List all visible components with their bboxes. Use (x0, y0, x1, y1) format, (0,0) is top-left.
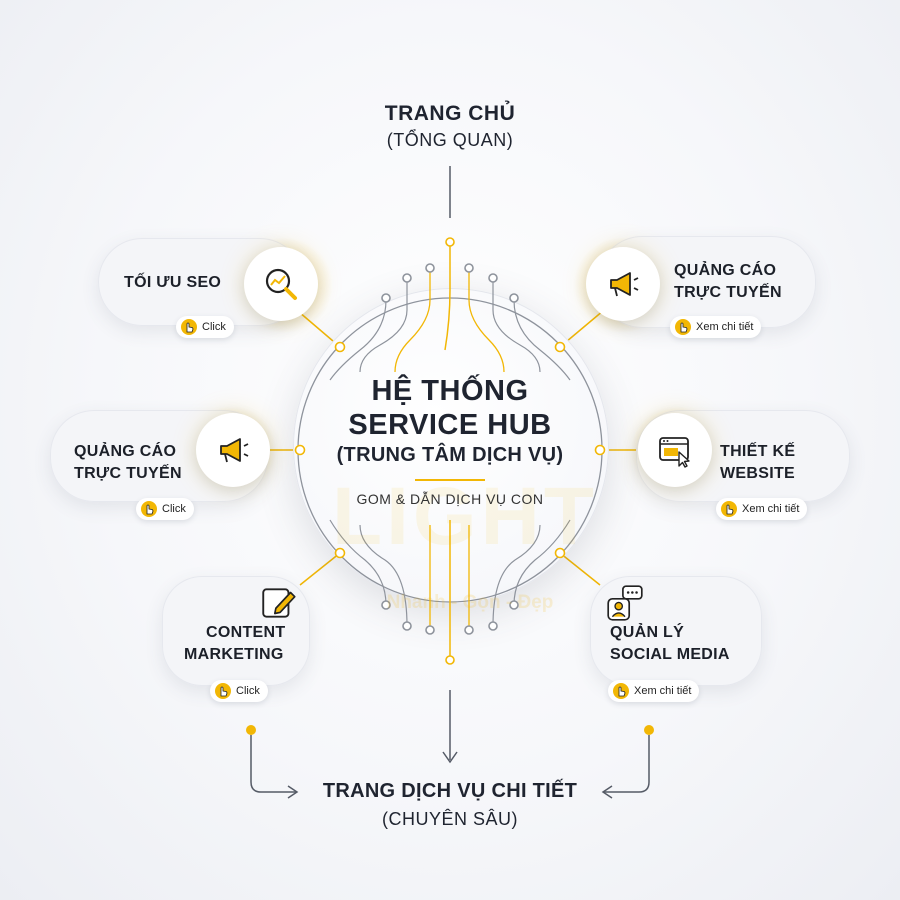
service-label-seo: TỐI ƯU SEO (124, 274, 222, 291)
hub-tagline: GOM & DẪN DỊCH VỤ CON (356, 491, 544, 507)
service-label-content-2: MARKETING (184, 646, 284, 663)
node (334, 547, 346, 559)
node (554, 547, 566, 559)
hub-title-line2: SERVICE HUB (348, 409, 552, 441)
website-action-label: Xem chi tiết (742, 503, 800, 515)
trace-top-l1 (394, 268, 431, 373)
spoke-social (559, 552, 601, 586)
hand-pointer-icon (721, 501, 737, 517)
ads-right-action-label: Xem chi tiết (696, 321, 754, 333)
service-label-ads-left-1: QUẢNG CÁO (74, 443, 177, 460)
browser-cursor-icon (638, 413, 712, 487)
node (464, 263, 474, 273)
service-label-ads-left-2: TRỰC TUYẾN (74, 465, 182, 482)
bottom-arrow-head (442, 751, 458, 764)
watermark-slogan: Nhanh - Gọn - Đẹp (386, 592, 554, 613)
service-label-website-2: WEBSITE (720, 465, 795, 482)
node (381, 293, 391, 303)
trace-bottom-l2 (359, 524, 408, 627)
hand-pointer-icon (675, 319, 691, 335)
trace-bottom-l3 (329, 519, 387, 606)
megaphone-icon (196, 413, 270, 487)
home-node: TRANG CHỦ (TỔNG QUAN) (300, 102, 600, 151)
node (509, 600, 519, 610)
node (488, 621, 498, 631)
edit-note-icon (258, 582, 300, 624)
hub-text: HỆ THỐNG SERVICE HUB (TRUNG TÂM DỊCH VỤ)… (300, 374, 600, 507)
service-label-social-1: QUẢN LÝ (610, 624, 685, 641)
service-label-content-1: CONTENT (206, 624, 286, 641)
node (445, 237, 455, 247)
social-action-label: Xem chi tiết (634, 685, 692, 697)
ads-left-action-label: Click (162, 503, 186, 515)
content-action-label: Click (236, 685, 260, 697)
node (402, 273, 412, 283)
node (402, 621, 412, 631)
trace-top-l3 (329, 299, 387, 381)
node (425, 263, 435, 273)
trace-top-l2 (359, 278, 408, 373)
ads-right-detail-button[interactable]: Xem chi tiết (670, 316, 762, 338)
node (334, 341, 346, 353)
service-card-social[interactable]: QUẢN LÝ SOCIAL MEDIA (590, 576, 762, 686)
node (554, 341, 566, 353)
hand-pointer-icon (215, 683, 231, 699)
node (425, 625, 435, 635)
hand-pointer-icon (141, 501, 157, 517)
seo-click-button[interactable]: Click (176, 316, 234, 338)
detail-page-title: TRANG DỊCH VỤ CHI TIẾT (322, 780, 578, 802)
node (509, 293, 519, 303)
node (594, 444, 606, 456)
node (488, 273, 498, 283)
hand-pointer-icon (181, 319, 197, 335)
megaphone-icon (586, 247, 660, 321)
right-flow-arrow-head (601, 785, 613, 799)
hub-divider (415, 479, 485, 481)
hub-title-line3: (TRUNG TÂM DỊCH VỤ) (336, 444, 564, 466)
service-label-website-1: THIẾT KẾ (720, 443, 796, 460)
hand-pointer-icon (613, 683, 629, 699)
spoke-content (299, 552, 341, 586)
left-flow-line (250, 735, 296, 793)
service-label-social-2: SOCIAL MEDIA (610, 646, 730, 663)
content-click-button[interactable]: Click (210, 680, 268, 702)
website-detail-button[interactable]: Xem chi tiết (716, 498, 808, 520)
service-label-ads-right-2: TRỰC TUYẾN (674, 284, 782, 301)
trace-bottom-r3 (513, 519, 571, 606)
node (294, 444, 306, 456)
seo-action-label: Click (202, 321, 226, 333)
right-flow-dot (644, 725, 654, 735)
node (381, 600, 391, 610)
node (445, 655, 455, 665)
home-title: TRANG CHỦ (384, 102, 516, 125)
trace-top-r2 (492, 278, 541, 373)
left-flow-arrow-head (287, 785, 299, 799)
social-user-chat-icon (604, 582, 646, 624)
watermark-brand: LIGHT (332, 471, 598, 562)
left-flow-dot (246, 725, 256, 735)
home-subtitle: (TỔNG QUAN) (386, 130, 514, 150)
service-label-ads-right-1: QUẢNG CÁO (674, 262, 777, 279)
trace-top-r3 (513, 299, 571, 381)
social-detail-button[interactable]: Xem chi tiết (608, 680, 700, 702)
seo-magnifier-icon (244, 247, 318, 321)
hub-title-line1: HỆ THỐNG (371, 375, 529, 407)
right-flow-line (604, 735, 650, 793)
trace-top-r1 (468, 268, 505, 373)
trace-bottom-r2 (492, 524, 541, 627)
detail-page-subtitle: (CHUYÊN SÂU) (381, 809, 518, 829)
trace-top-center (444, 242, 451, 351)
node (464, 625, 474, 635)
ads-left-click-button[interactable]: Click (136, 498, 194, 520)
detail-page-node: TRANG DỊCH VỤ CHI TIẾT (CHUYÊN SÂU) (280, 780, 620, 830)
